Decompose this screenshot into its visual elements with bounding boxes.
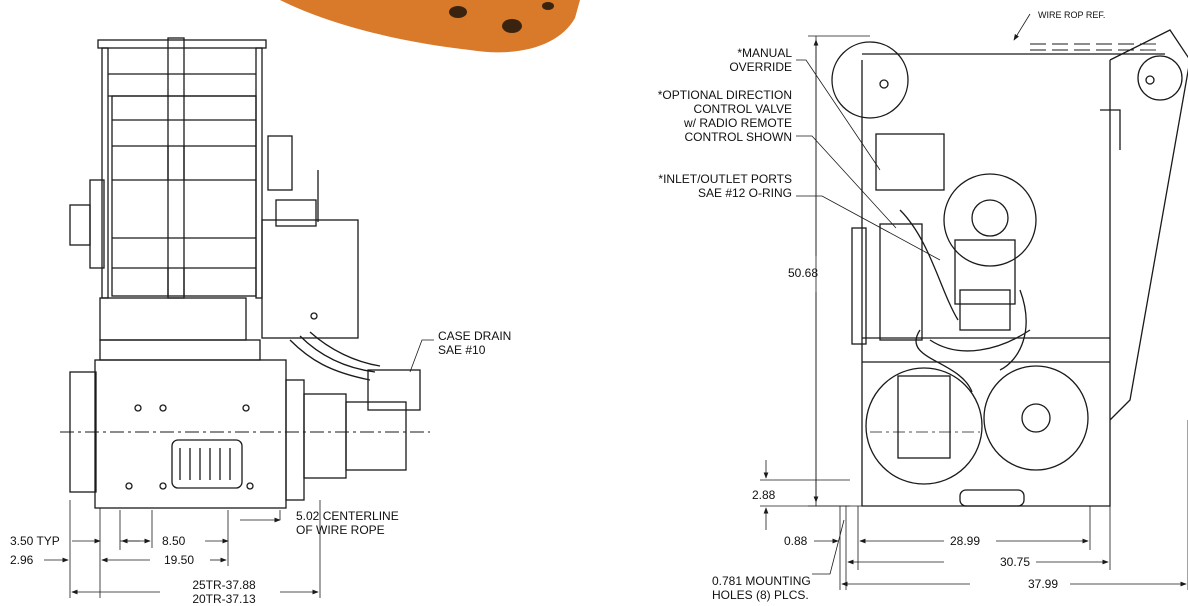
manual-override-line-2: OVERRIDE <box>729 60 792 74</box>
manual-override-label: *MANUAL OVERRIDE <box>640 46 792 74</box>
dim-28-99: 28.99 <box>950 534 981 548</box>
overall-line-2: 20TR-37.13 <box>192 592 256 606</box>
manual-override-line-1: *MANUAL <box>737 46 792 60</box>
optional-valve-line-3: w/ RADIO REMOTE <box>683 116 792 130</box>
side-view <box>760 13 1188 590</box>
mounting-line-2: HOLES (8) PLCS. <box>712 588 809 602</box>
mounting-holes-label: 0.781 MOUNTING HOLES (8) PLCS. <box>712 574 811 602</box>
dim-37-99: 37.99 <box>1028 577 1059 591</box>
inlet-outlet-line-1: *INLET/OUTLET PORTS <box>658 172 792 186</box>
mounting-line-1: 0.781 MOUNTING <box>712 574 811 588</box>
wire-rope-ref-label: WIRE ROP REF. <box>1038 10 1106 20</box>
optional-valve-line-1: *OPTIONAL DIRECTION <box>657 88 792 102</box>
centerline-line-1: 5.02 CENTERLINE <box>296 509 399 523</box>
optional-valve-line-2: CONTROL VALVE <box>693 102 792 116</box>
dim-50-68: 50.68 <box>788 266 819 280</box>
case-drain-line-1: CASE DRAIN <box>438 329 512 343</box>
optional-valve-line-4: CONTROL SHOWN <box>684 130 792 144</box>
dim-2-88: 2.88 <box>752 488 776 502</box>
centerline-line-2: OF WIRE ROPE <box>296 523 385 537</box>
case-drain-label: CASE DRAIN SAE #10 <box>438 329 511 357</box>
inlet-outlet-line-2: SAE #12 O-RING <box>697 186 792 200</box>
dim-2-96: 2.96 <box>10 553 34 567</box>
reel-photo-fragment <box>280 0 580 53</box>
dim-8-50: 8.50 <box>162 534 186 548</box>
centerline-label: 5.02 CENTERLINE OF WIRE ROPE <box>296 509 399 537</box>
front-view <box>44 37 434 598</box>
dim-3-50-typ: 3.50 TYP <box>10 534 60 548</box>
dim-0-88: 0.88 <box>784 534 808 548</box>
dim-19-50: 19.50 <box>164 553 195 567</box>
overall-line-1: 25TR-37.88 <box>192 578 256 592</box>
case-drain-line-2: SAE #10 <box>438 343 486 357</box>
optional-valve-label: *OPTIONAL DIRECTION CONTROL VALVE w/ RAD… <box>600 88 792 144</box>
dim-30-75: 30.75 <box>1000 555 1031 569</box>
inlet-outlet-label: *INLET/OUTLET PORTS SAE #12 O-RING <box>600 172 792 200</box>
overall-width-label: 25TR-37.88 20TR-37.13 <box>172 578 276 606</box>
